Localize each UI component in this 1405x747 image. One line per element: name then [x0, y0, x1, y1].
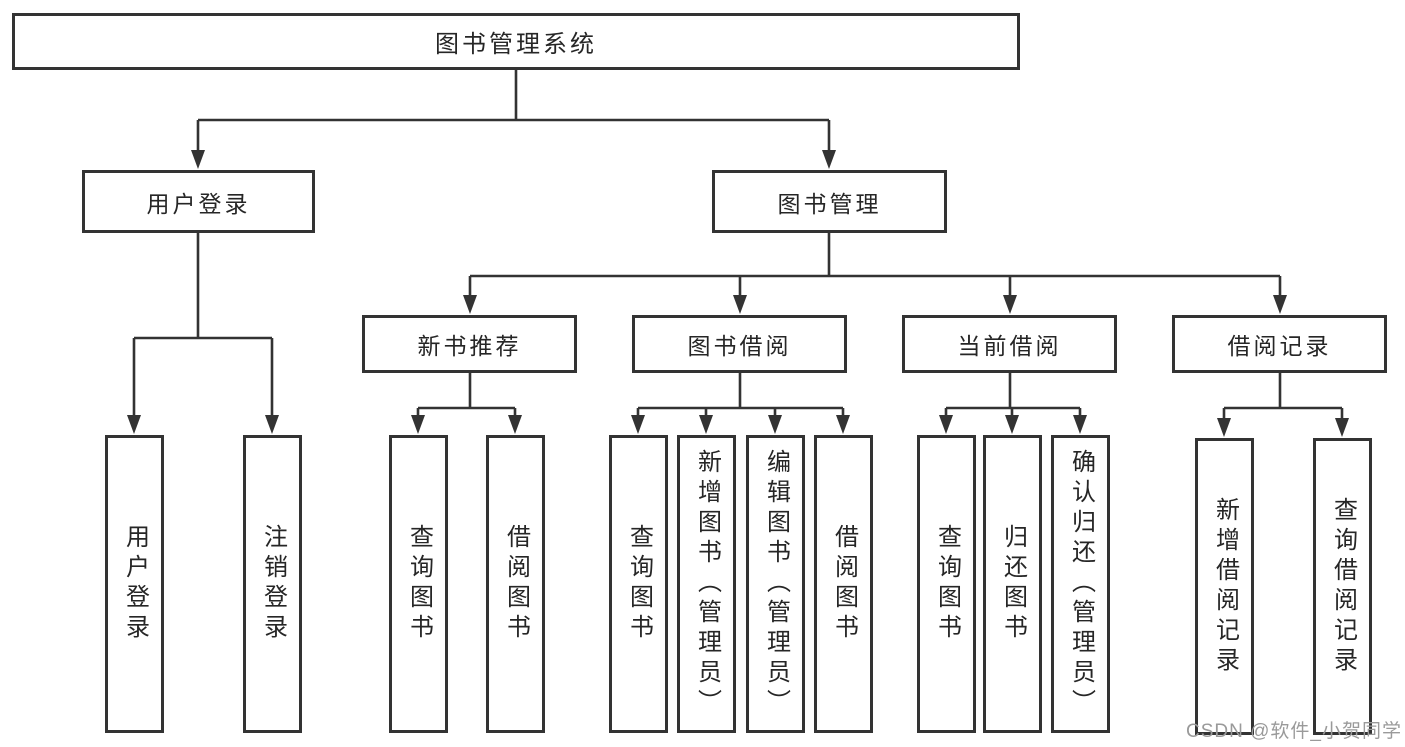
node-label: 新增借阅记录	[1211, 496, 1239, 677]
node-label: 查询图书	[625, 524, 653, 644]
node-label: 注销登录	[259, 524, 287, 644]
node-label: 新增图书（管理员）	[693, 449, 721, 719]
leaf-return-books: 归还图书	[983, 435, 1042, 733]
leaf-add-book-admin: 新增图书（管理员）	[677, 435, 736, 733]
node-current-borrowing: 当前借阅	[902, 315, 1117, 373]
leaf-user-login: 用户登录	[105, 435, 164, 733]
leaf-query-books-borrow: 查询图书	[609, 435, 668, 733]
node-library-management-system: 图书管理系统	[12, 13, 1020, 70]
leaf-borrow-books: 借阅图书	[814, 435, 873, 733]
leaf-edit-book-admin: 编辑图书（管理员）	[746, 435, 805, 733]
node-label: 新书推荐	[417, 333, 522, 359]
node-label: 图书管理系统	[435, 31, 597, 58]
leaf-confirm-return-admin: 确认归还（管理员）	[1051, 435, 1110, 733]
node-label: 借阅图书	[502, 524, 530, 644]
node-label: 借阅记录	[1227, 333, 1332, 359]
node-label: 编辑图书（管理员）	[762, 449, 790, 719]
node-label: 归还图书	[999, 524, 1027, 644]
leaf-add-borrow-record: 新增借阅记录	[1195, 438, 1254, 735]
node-label: 当前借阅	[957, 333, 1062, 359]
watermark: CSDN @软件_小贺同学	[1186, 721, 1402, 742]
node-label: 图书借阅	[687, 333, 792, 359]
node-label: 查询借阅记录	[1329, 496, 1357, 677]
node-new-book-recommendation: 新书推荐	[362, 315, 577, 373]
leaf-query-books-current: 查询图书	[917, 435, 976, 733]
node-user-login: 用户登录	[82, 170, 315, 233]
node-label: 用户登录	[121, 524, 149, 644]
leaf-query-borrow-record: 查询借阅记录	[1313, 438, 1372, 735]
node-borrowing-records: 借阅记录	[1172, 315, 1387, 373]
node-book-borrowing: 图书借阅	[632, 315, 847, 373]
leaf-borrow-books-recommend: 借阅图书	[486, 435, 545, 733]
node-label: 借阅图书	[830, 524, 858, 644]
node-label: 查询图书	[405, 524, 433, 644]
node-label: 图书管理	[777, 190, 882, 217]
leaf-query-books-recommend: 查询图书	[389, 435, 448, 733]
node-label: 查询图书	[933, 524, 961, 644]
node-label: 用户登录	[146, 190, 251, 217]
node-book-management: 图书管理	[712, 170, 947, 233]
leaf-logout: 注销登录	[243, 435, 302, 733]
node-label: 确认归还（管理员）	[1067, 449, 1095, 719]
